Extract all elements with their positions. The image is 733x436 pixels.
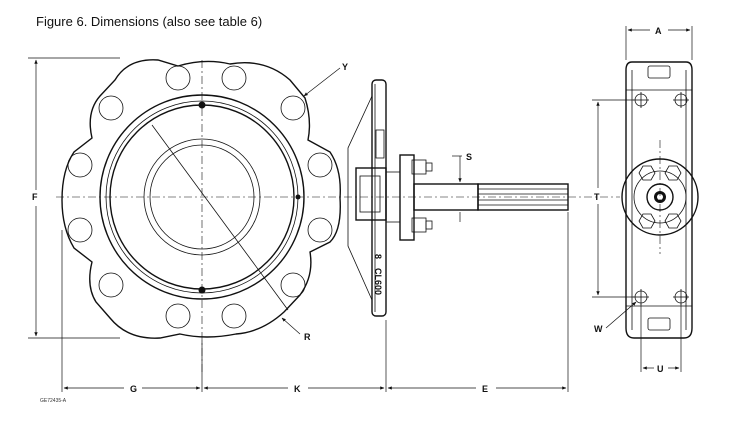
end-view bbox=[621, 61, 699, 339]
dim-label-Y: Y bbox=[342, 62, 348, 72]
dim-label-W: W bbox=[594, 324, 603, 334]
dim-label-T: T bbox=[594, 192, 600, 202]
dim-label-K: K bbox=[294, 384, 301, 394]
dim-label-U: U bbox=[657, 364, 664, 374]
dim-label-S: S bbox=[466, 152, 472, 162]
size-marking: 8 bbox=[373, 254, 383, 259]
figure-title: Figure 6. Dimensions (also see table 6) bbox=[36, 14, 263, 29]
pressure-class-marking: CL600 bbox=[373, 268, 383, 295]
stem-assembly bbox=[347, 79, 569, 317]
dim-label-F: F bbox=[32, 192, 38, 202]
valve-body-front-view bbox=[61, 59, 341, 339]
dim-label-G: G bbox=[130, 384, 137, 394]
dim-label-A: A bbox=[655, 26, 662, 36]
drawing-code: GE72435-A bbox=[40, 398, 67, 404]
dim-label-R: R bbox=[304, 332, 311, 342]
dim-label-E: E bbox=[482, 384, 488, 394]
flange-outline bbox=[61, 59, 341, 339]
